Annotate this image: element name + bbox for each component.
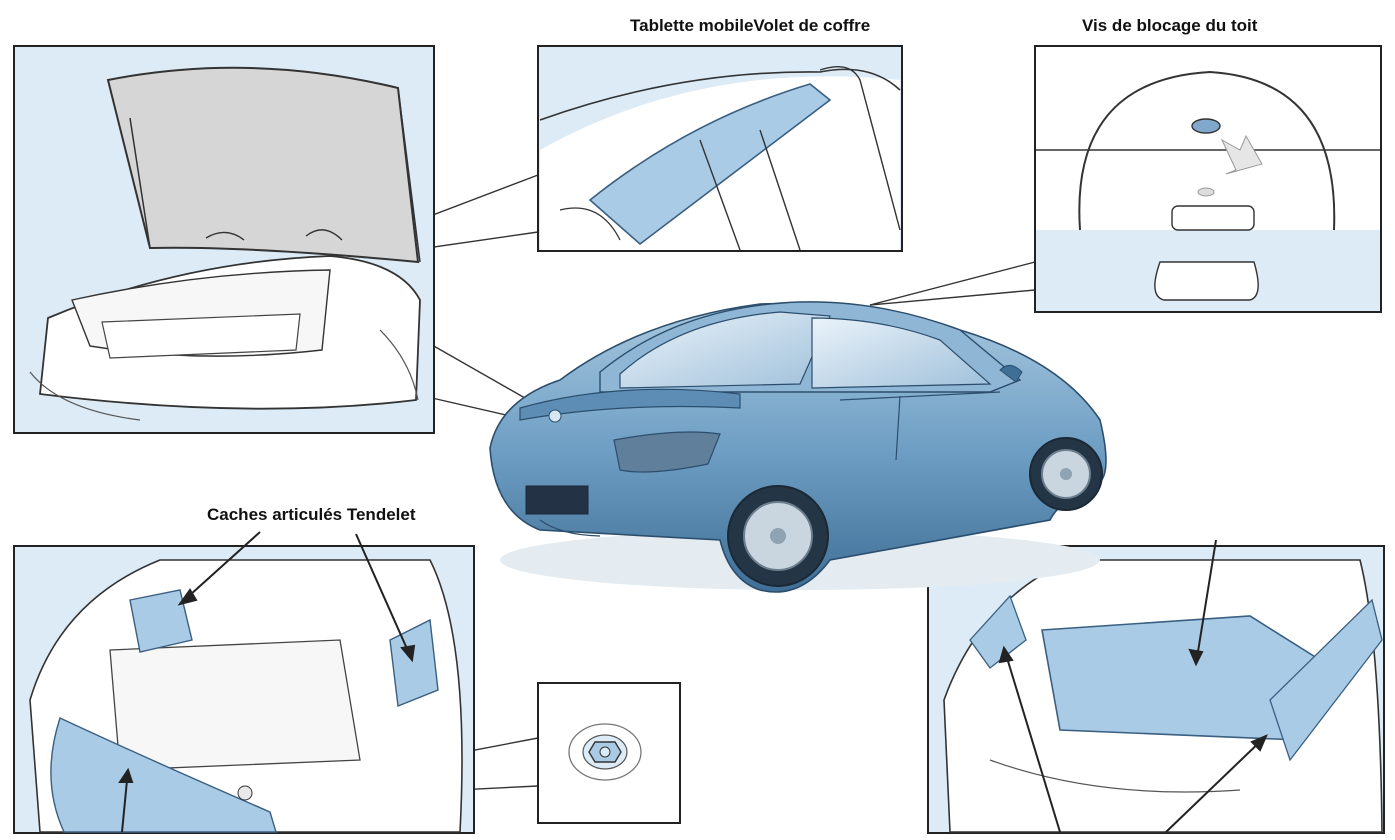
car-illustration <box>489 301 1107 593</box>
panel-tablette-volet <box>537 45 903 252</box>
panel-trunk-lid <box>13 45 435 434</box>
label-caches-tendelet: Caches articulés Tendelet <box>207 505 416 524</box>
panel-vis-blocage <box>1034 45 1382 313</box>
arrows-caches <box>118 531 416 833</box>
label-tablette-volet: Tablette mobileVolet de coffre <box>630 16 871 35</box>
label-vis-blocage: Vis de blocage du toit <box>1082 16 1258 35</box>
panel-screw-detail <box>537 682 681 824</box>
panel-caches-articules <box>13 545 475 834</box>
arrows-tendelet <box>998 539 1268 833</box>
panel-tendelet <box>927 545 1385 834</box>
